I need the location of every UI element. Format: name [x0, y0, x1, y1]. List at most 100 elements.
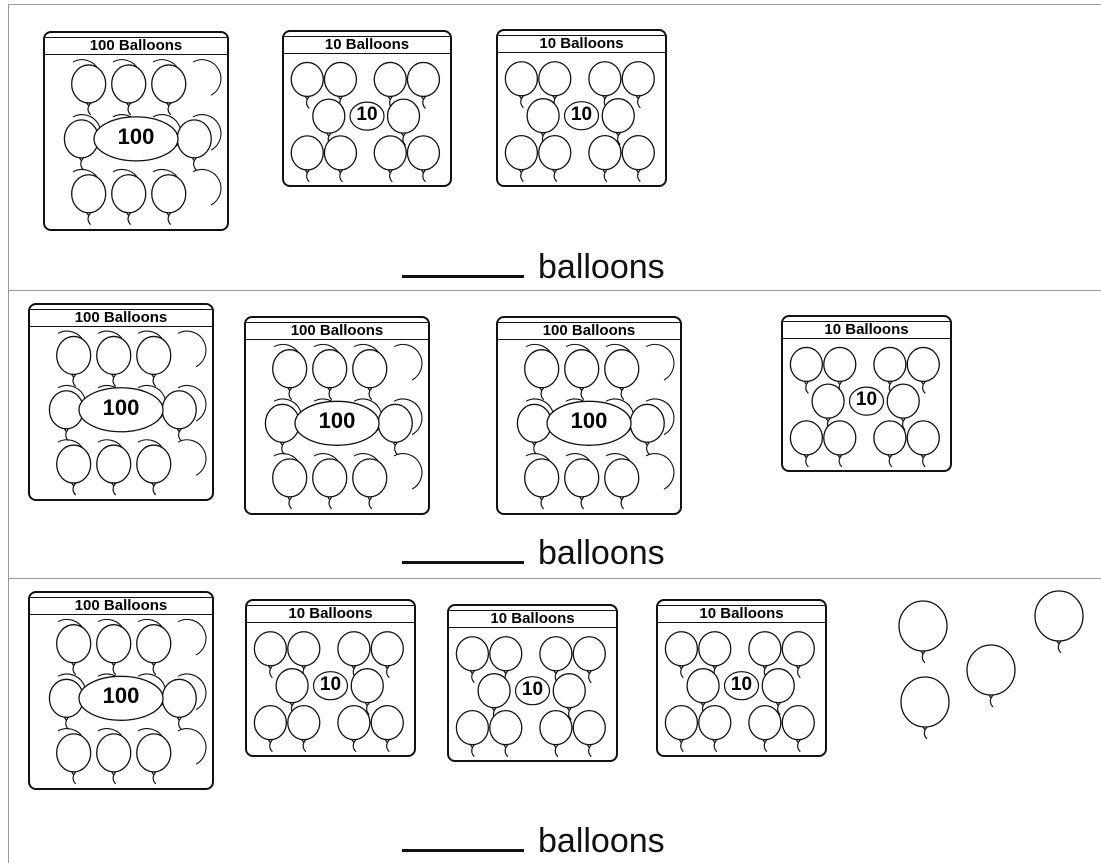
balloon-icon — [151, 64, 187, 116]
bundle-label: 10 Balloons — [658, 601, 825, 623]
answer-blank[interactable] — [402, 531, 524, 564]
bundle-label: 100 Balloons — [30, 305, 212, 327]
bundle-value: 10 — [855, 389, 878, 411]
value-oval — [78, 387, 164, 433]
balloon-icon — [604, 458, 640, 510]
value-oval — [93, 116, 179, 162]
balloon-icon — [253, 705, 288, 753]
balloon-icon — [56, 624, 92, 676]
hundred-balloon-bundle: 100 Balloons 100 — [496, 316, 682, 515]
bundle-value: 100 — [102, 683, 140, 709]
balloon-icon — [698, 705, 732, 753]
balloon-icon — [621, 61, 655, 109]
balloon-icon — [664, 705, 699, 753]
hundred-balloon-bundle: 100 Balloons 100 — [28, 591, 214, 790]
balloon-icon — [253, 631, 288, 679]
bundle-label: 100 Balloons — [45, 33, 227, 55]
hundred-balloon-bundle: 100 Balloons 100 — [28, 303, 214, 501]
balloon-icon — [96, 624, 132, 676]
balloon-icon — [111, 174, 147, 226]
bundle-label: 10 Balloons — [247, 601, 414, 623]
balloon-outline-icon — [645, 453, 675, 490]
balloon-icon — [323, 135, 358, 183]
answer-unit: balloons — [538, 822, 665, 860]
balloon-icon — [151, 174, 187, 226]
balloon-outline-icon — [192, 168, 222, 206]
answer-blank[interactable] — [402, 819, 524, 852]
balloon-icon — [290, 135, 324, 183]
value-circle — [563, 101, 600, 131]
bundle-value: 100 — [117, 123, 155, 149]
balloon-icon — [504, 61, 539, 109]
ten-balloon-bundle: 10 Balloons 10 — [496, 29, 667, 187]
balloon-outline-icon — [177, 728, 207, 765]
balloon-icon — [136, 733, 172, 785]
balloon-icon — [352, 458, 388, 510]
balloon-icon — [370, 705, 404, 753]
balloon-outline-icon — [177, 673, 207, 711]
balloon-icon — [526, 98, 560, 146]
balloon-icon — [789, 346, 824, 394]
balloon-icon — [761, 668, 795, 716]
balloon-icon — [370, 631, 404, 679]
balloon-icon — [56, 733, 92, 785]
balloon-cluster — [63, 59, 222, 226]
bundle-value: 10 — [356, 104, 378, 126]
bundle-value: 10 — [730, 673, 753, 695]
balloon-icon — [873, 420, 907, 468]
answer-unit: balloons — [538, 248, 665, 286]
balloon-icon — [524, 349, 560, 401]
balloon-icon — [337, 631, 371, 679]
balloon-icon — [96, 444, 132, 496]
bundle-value: 100 — [318, 408, 356, 434]
answer-line: balloons — [402, 531, 665, 573]
bundle-label: 10 Balloons — [783, 317, 950, 339]
balloon-icon — [564, 349, 600, 401]
balloon-outline-icon — [177, 618, 207, 656]
balloon-outline-icon — [393, 398, 423, 436]
balloon-icon — [455, 710, 490, 758]
balloon-icon — [111, 64, 147, 116]
balloon-cluster — [264, 343, 423, 510]
bundle-value: 10 — [570, 103, 593, 125]
answer-blank[interactable] — [402, 245, 524, 278]
value-oval — [78, 675, 164, 721]
bundle-value: 10 — [319, 673, 342, 695]
balloon-icon — [601, 98, 635, 146]
hundred-balloon-bundle: 100 Balloons 100 — [43, 31, 229, 231]
balloon-cluster — [253, 631, 404, 753]
balloon-outline-icon — [645, 398, 675, 436]
balloon-icon — [136, 624, 172, 676]
balloon-icon — [898, 600, 948, 664]
balloon-icon — [748, 705, 782, 753]
balloon-cluster — [504, 61, 655, 183]
balloon-icon — [564, 458, 600, 510]
balloon-outline-icon — [393, 453, 423, 490]
balloon-cluster — [48, 330, 207, 496]
value-circle — [514, 676, 551, 706]
bundle-value: 100 — [570, 408, 608, 434]
balloon-outline-icon — [177, 330, 207, 368]
balloon-icon — [906, 346, 940, 394]
value-circle — [312, 671, 349, 701]
balloon-icon — [275, 668, 309, 716]
balloon-icon — [504, 135, 539, 183]
balloon-icon — [572, 636, 606, 684]
balloon-icon — [71, 64, 107, 116]
balloon-icon — [900, 676, 950, 740]
balloon-icon — [789, 420, 824, 468]
balloon-icon — [287, 705, 321, 753]
ten-balloon-bundle: 10 Balloons 10 — [282, 30, 452, 187]
balloon-cluster — [455, 636, 606, 758]
balloon-icon — [406, 135, 441, 183]
balloon-icon — [312, 349, 348, 401]
balloon-cluster — [664, 631, 815, 753]
balloon-outline-icon — [177, 439, 207, 476]
balloon-icon — [290, 61, 324, 109]
balloon-icon — [323, 61, 358, 109]
balloon-icon — [161, 390, 197, 442]
ten-balloon-bundle: 10 Balloons 10 — [781, 315, 952, 472]
balloon-icon — [373, 135, 407, 183]
balloon-icon — [71, 174, 107, 226]
balloon-icon — [588, 135, 622, 183]
